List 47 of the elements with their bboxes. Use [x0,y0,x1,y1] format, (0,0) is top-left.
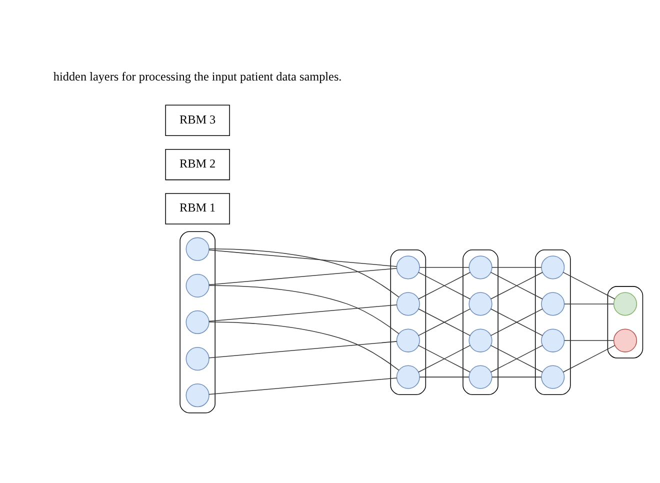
connector [208,268,398,286]
cluster [390,250,426,395]
connector [418,308,470,336]
node-circle [468,365,492,389]
node-circle [186,310,210,334]
node-circle [186,346,210,371]
connector [564,340,614,341]
node-circle [541,365,565,389]
node-circle [468,292,492,316]
label: hidden layers for processing the input patient data samples. [53,70,342,84]
connector [492,267,542,268]
connector [418,272,470,300]
connector [208,341,398,358]
cluster [534,250,571,395]
node-circle [396,328,420,352]
node-circle [186,237,210,261]
connector [208,304,398,322]
cluster [607,286,644,358]
node-circle [468,256,492,280]
node-circle [613,328,638,352]
node-circle [613,292,638,316]
node-circle [396,256,420,280]
node-box: RBM 3 [165,104,230,136]
node-circle [396,365,420,389]
connector [562,345,616,373]
node-circle [541,256,565,280]
connector [208,322,400,371]
node-box: RBM 2 [165,148,230,180]
node-circle [468,328,492,352]
node-circle [541,328,565,352]
connector [419,267,470,268]
connector [208,250,398,267]
node-circle [186,274,210,298]
connector [492,376,542,378]
node-circle [541,292,565,316]
connector [208,285,400,334]
node-circle [186,384,210,408]
connector [419,376,470,378]
node-box: RBM 1 [165,193,230,224]
node-circle [396,292,420,316]
cluster [462,250,498,395]
connector [208,378,398,395]
connector [208,248,400,298]
connector [490,308,543,336]
cluster [180,231,216,414]
connector [490,272,543,300]
connector [562,272,616,300]
